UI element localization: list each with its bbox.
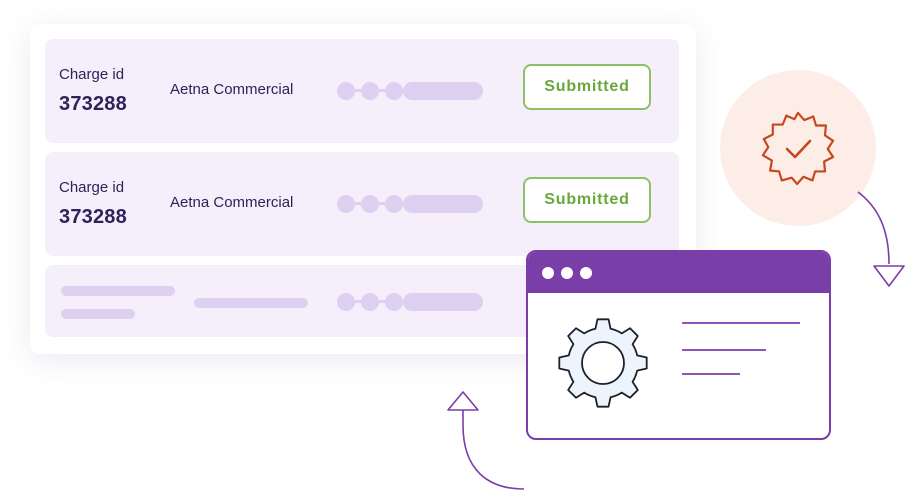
charge-id-label: Charge id	[59, 179, 125, 196]
verified-badge	[720, 70, 876, 226]
payer-name: Aetna Commercial	[170, 194, 294, 211]
progress-dot	[337, 82, 355, 100]
window-dot	[542, 267, 554, 279]
progress-dot	[385, 82, 403, 100]
charge-id-label: Charge id	[59, 66, 125, 83]
verified-badge-icon	[761, 111, 835, 186]
gear-icon	[558, 318, 648, 408]
progress-indicator	[337, 82, 483, 100]
curved-arrow-up-icon	[447, 391, 525, 490]
progress-track	[339, 89, 419, 92]
charge-id-value: 373288	[59, 93, 127, 115]
claim-row[interactable]: Charge id 373288 Aetna Commercial Submit…	[45, 39, 679, 143]
content-line	[682, 373, 740, 375]
claims-panel: Charge id 373288 Aetna Commercial Submit…	[30, 24, 696, 354]
status-badge[interactable]: Submitted	[523, 177, 651, 223]
browser-window	[526, 250, 831, 440]
progress-track	[339, 202, 419, 205]
progress-dot	[337, 293, 355, 311]
progress-indicator	[337, 195, 483, 213]
window-dot	[580, 267, 592, 279]
progress-track	[339, 300, 419, 303]
browser-title-bar	[528, 252, 829, 293]
progress-dot	[361, 82, 379, 100]
window-dot	[561, 267, 573, 279]
content-line	[682, 349, 766, 351]
progress-dot	[385, 293, 403, 311]
status-badge[interactable]: Submitted	[523, 64, 651, 110]
claim-row[interactable]: Charge id 373288 Aetna Commercial Submit…	[45, 152, 679, 256]
skeleton-line	[194, 298, 308, 308]
skeleton-line	[61, 286, 175, 296]
content-line	[682, 322, 800, 324]
progress-dot	[361, 195, 379, 213]
curved-arrow-down-icon	[857, 191, 905, 287]
progress-pill	[403, 82, 483, 100]
payer-name: Aetna Commercial	[170, 81, 294, 98]
progress-pill	[403, 195, 483, 213]
progress-dot	[385, 195, 403, 213]
skeleton-line	[61, 309, 135, 319]
progress-dot	[337, 195, 355, 213]
progress-dot	[361, 293, 379, 311]
progress-indicator	[337, 293, 483, 311]
charge-id-value: 373288	[59, 206, 127, 228]
progress-pill	[403, 293, 483, 311]
